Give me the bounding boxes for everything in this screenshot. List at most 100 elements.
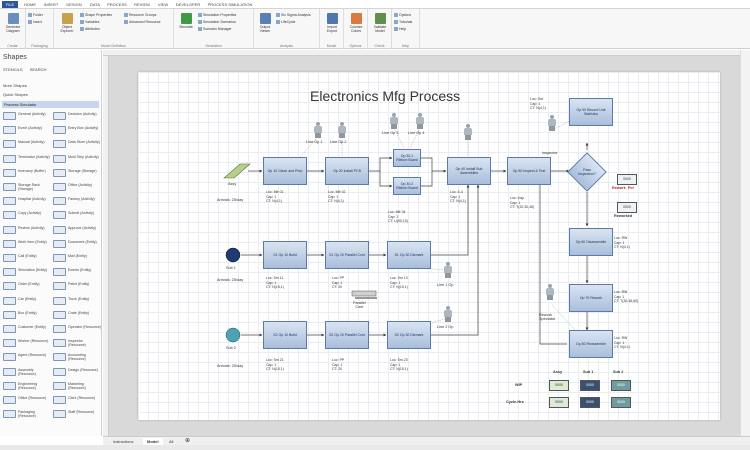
shape-label: Storage Rack (Storage) [18, 183, 40, 191]
ribbon-group-options: Colorize Colors Options [344, 9, 368, 49]
worker-icon[interactable] [313, 122, 323, 138]
variables-button[interactable]: Variables [80, 20, 99, 25]
process-op80[interactable]: Op 80 Reassemble [569, 330, 613, 358]
scenarios-icon [198, 20, 202, 25]
resource-groups-button[interactable]: Resource Groups [124, 13, 156, 18]
process-op90[interactable]: Op 90 Record Unit Statistics [569, 98, 613, 126]
sheet-tab-instructions[interactable]: Instructions [113, 439, 134, 444]
vertical-scrollbar[interactable] [740, 50, 750, 436]
worker-icon[interactable] [443, 262, 453, 278]
process-op60[interactable]: Op 60 Disassemble [569, 228, 613, 256]
ribbon-group-check: Validate Model Check [368, 9, 392, 49]
inspector-icon[interactable] [547, 115, 557, 131]
tab-developer[interactable]: DEVELOPER [175, 2, 201, 7]
sheet-tab-model[interactable]: Model [143, 438, 163, 445]
advanced-resource-button[interactable]: Advanced Resource [124, 20, 161, 25]
shape-properties-button[interactable]: Shape Properties [80, 13, 112, 18]
sheet-tab-all[interactable]: All [169, 439, 174, 444]
worker-icon[interactable] [389, 113, 399, 129]
simulate-button[interactable]: Simulate [176, 13, 196, 29]
attributes-button[interactable]: Attributes [80, 27, 100, 32]
shape-thumbnail-icon [53, 254, 66, 262]
colorize-button[interactable]: Colorize Colors [346, 13, 366, 33]
shape-label: Staff (Resource) [68, 410, 95, 415]
tutorials-button[interactable]: Tutorials [394, 20, 412, 25]
process-op20[interactable]: Op 20 Install PCB [325, 157, 369, 185]
tab-data[interactable]: DATA [89, 2, 101, 7]
shape-label: Call (Entity) [18, 254, 37, 258]
worker-icon[interactable] [415, 113, 425, 129]
generate-diagram-button[interactable]: Generate Diagram [3, 13, 23, 33]
simulation-scenarios-button[interactable]: Simulation Scenarios [198, 20, 236, 25]
diagram-icon [7, 13, 19, 24]
info-s1-op30: Loc: Sm 13 Cap: 1 CT: N(15,1) [390, 276, 408, 289]
import-export-button[interactable]: Import Export [322, 13, 342, 33]
six-sigma-analysis-button[interactable]: Six Sigma Analysis [276, 13, 311, 18]
shape-label: Car (Entity) [18, 296, 37, 301]
sigma-icon [276, 13, 280, 18]
arrival-label-sub1: Sub 1 [226, 266, 236, 270]
worker-icon[interactable] [545, 284, 555, 300]
tab-design[interactable]: DESIGN [66, 2, 82, 7]
process-s1-op30[interactable]: S1 Op 30 Diemark [387, 241, 431, 269]
scenario-manager-button[interactable]: Scenario Manager [198, 27, 232, 32]
arrival-rate-sub1: Arrivals: 25/day [217, 278, 244, 282]
options-button[interactable]: Options [394, 13, 411, 18]
shape-thumbnail-icon [3, 168, 16, 177]
shape-thumbnail-icon [3, 126, 16, 135]
stencil-process-simulator[interactable]: Process Simulator [2, 101, 99, 108]
process-s1-op10[interactable]: S1 Op 10 Build [263, 241, 307, 269]
object-explorer-button[interactable]: Object Explorer [56, 13, 78, 33]
shape-thumbnail-icon [53, 239, 66, 248]
tab-view[interactable]: VIEW [157, 2, 169, 7]
process-s2-op30[interactable]: S2 Op 30 Diemark [387, 321, 431, 349]
tab-review[interactable]: REVIEW [134, 2, 150, 7]
worker-icon[interactable] [443, 306, 453, 322]
process-s2-op10[interactable]: S2 Op 10 Build [263, 321, 307, 349]
insert-button[interactable]: Insert [28, 20, 42, 25]
shape-label: Office (Activity) [68, 183, 93, 187]
sim-properties-icon [198, 13, 202, 18]
help-button[interactable]: Help [394, 27, 406, 32]
add-sheet-icon[interactable]: ⊕ [185, 438, 191, 444]
shape-label: Factory (Activity) [68, 197, 95, 202]
process-op30-1[interactable]: Op 30.1 Ribbon Board [393, 149, 421, 167]
shape-label: Copy (Activity) [18, 211, 42, 216]
shape-thumbnail-icon [53, 168, 66, 177]
ribbon-group-packaging: Folder Insert Packaging [26, 9, 54, 49]
shape-thumbnail-icon [3, 296, 16, 305]
lifecycle-button[interactable]: LifeCycle [276, 20, 295, 25]
tab-stencils[interactable]: STENCILS [3, 67, 23, 72]
tab-process-simulation[interactable]: PROCESS SIMULATION [207, 2, 253, 7]
quick-shapes-link[interactable]: Quick Shapes [3, 92, 28, 97]
shape-thumbnail-icon [3, 268, 16, 277]
process-op50[interactable]: Op 50 Inspect & Test [507, 157, 551, 185]
more-shapes-link[interactable]: More Shapes [3, 83, 27, 88]
tab-insert[interactable]: INSERT [43, 2, 59, 7]
process-op70[interactable]: Op 70 Rework [569, 284, 613, 312]
output-viewer-button[interactable]: Output Viewer [256, 13, 274, 33]
process-op10[interactable]: Op 10 Clean and Prep [263, 157, 307, 185]
resource-icon [124, 13, 128, 18]
tab-home[interactable]: HOME [24, 2, 36, 7]
tab-process[interactable]: PROCESS [107, 2, 127, 7]
process-s1-op20[interactable]: S1 Op 20 Parallel Cont [325, 241, 369, 269]
worker-icon[interactable] [337, 122, 347, 138]
shape-thumbnail-icon [53, 140, 66, 149]
tab-file[interactable]: FILE [2, 1, 18, 8]
process-op40[interactable]: Op 40 Install Sub Assemblies [447, 157, 491, 185]
wip-sub1: 0000 [580, 380, 600, 391]
tab-search[interactable]: SEARCH [29, 67, 47, 72]
folder-button[interactable]: Folder [28, 13, 43, 18]
validate-model-button[interactable]: Validate Model [370, 13, 390, 33]
insert-icon [28, 20, 32, 25]
worker-label-line1-op: Line 1 Op [437, 283, 454, 287]
process-s2-op20[interactable]: S2 Op 20 Parallel Cont [325, 321, 369, 349]
ribbon-group-analysis: Output Viewer Six Sigma Analysis LifeCyc… [254, 9, 320, 49]
process-op30-2[interactable]: Op 30.2 Ribbon Board [393, 177, 421, 195]
info-op50: Loc: Insp Cap: 1 CT: T(20,30,45) [510, 196, 535, 209]
simulation-properties-button[interactable]: Simulation Properties [198, 13, 236, 18]
shape-thumbnail-icon [3, 239, 16, 248]
worker-icon[interactable] [463, 124, 473, 140]
info-s1-op20: Loc: PP Cap: 1 CT: 20 [332, 276, 345, 289]
